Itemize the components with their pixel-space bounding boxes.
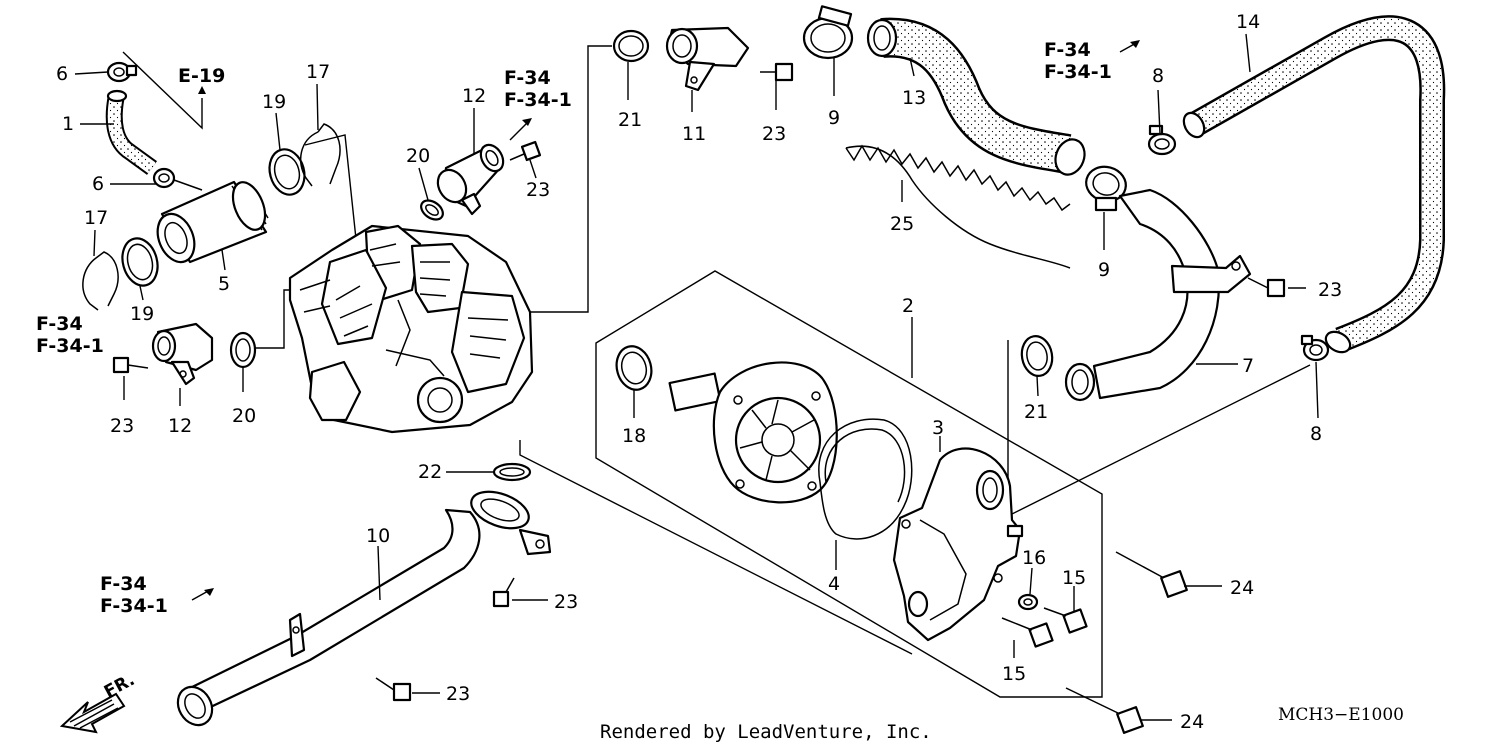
ref-f34-1-left: F-34-1 xyxy=(36,335,104,357)
callout-22: 22 xyxy=(418,461,442,483)
o-ring-part-20-left xyxy=(229,331,257,369)
callout-21-right: 21 xyxy=(1024,401,1048,423)
bolt-part-15-upper xyxy=(1043,607,1088,634)
water-pipe-part-5 xyxy=(156,180,269,264)
callout-7: 7 xyxy=(1242,355,1254,377)
o-ring-part-21-top xyxy=(612,29,650,63)
water-hose-part-7 xyxy=(1064,188,1252,402)
callout-23-bottom: 23 xyxy=(446,683,470,705)
bolt-part-23-lower-mid xyxy=(492,577,515,608)
water-pipe-part-10 xyxy=(176,490,552,727)
callout-23-left: 23 xyxy=(110,415,134,437)
bolt-part-23-left xyxy=(112,356,149,374)
callout-10: 10 xyxy=(366,525,390,547)
leader-lines xyxy=(74,33,1319,721)
ref-f34-1-upper-right: F-34-1 xyxy=(1044,61,1112,83)
water-joint-part-12-lower xyxy=(151,322,214,386)
ref-e19: E-19 xyxy=(178,65,225,87)
o-ring-part-21-right xyxy=(1020,335,1054,377)
callout-15-upper: 15 xyxy=(1062,567,1086,589)
callout-18: 18 xyxy=(622,425,646,447)
callout-15-lower: 15 xyxy=(1002,663,1026,685)
callout-9-mid: 9 xyxy=(1098,259,1110,281)
callout-17-lower: 17 xyxy=(84,207,108,229)
callout-8-lower: 8 xyxy=(1310,423,1322,445)
water-pump-cover-part-3 xyxy=(892,447,1024,642)
o-ring-part-18 xyxy=(615,345,653,391)
hose-clamp-part-9-mid xyxy=(1085,165,1127,212)
hose-clamp-part-6-lower xyxy=(152,167,203,191)
callout-3: 3 xyxy=(932,417,944,439)
o-ring-part-19-lower xyxy=(121,237,159,287)
callout-20-lower: 20 xyxy=(232,405,256,427)
bolt-part-24-lower xyxy=(1065,687,1144,734)
bolt-part-23-bottom xyxy=(375,677,412,702)
water-pump-assembly-frame xyxy=(595,270,1103,698)
callout-23-lower-mid: 23 xyxy=(554,591,578,613)
callout-24-upper: 24 xyxy=(1230,577,1254,599)
o-ring-part-22 xyxy=(492,462,532,482)
clip-part-17-upper xyxy=(299,123,341,187)
callout-25: 25 xyxy=(890,213,914,235)
engine-block xyxy=(288,224,534,434)
callout-11: 11 xyxy=(682,123,706,145)
callout-8-upper: 8 xyxy=(1152,65,1164,87)
washer-part-16 xyxy=(1017,593,1039,611)
callout-4: 4 xyxy=(828,573,840,595)
ref-f34-1-upper-mid: F-34-1 xyxy=(504,89,572,111)
hose-clamp-part-6-upper xyxy=(106,61,138,83)
callout-20-upper: 20 xyxy=(406,145,430,167)
callout-2: 2 xyxy=(902,295,914,317)
water-joint-part-12-upper xyxy=(436,143,505,216)
water-pump xyxy=(668,361,838,504)
callout-6-lower: 6 xyxy=(92,173,104,195)
callout-5: 5 xyxy=(218,273,230,295)
bypass-hose-part-1 xyxy=(105,89,157,175)
callout-6-upper: 6 xyxy=(56,63,68,85)
bolt-part-23-upper-mid xyxy=(509,140,542,162)
hose-clamp-part-8-lower xyxy=(1300,334,1330,362)
ref-f34-1-lower-left: F-34-1 xyxy=(100,595,168,617)
callout-23-top: 23 xyxy=(762,123,786,145)
bolt-part-23-top xyxy=(760,62,794,82)
callout-17-upper: 17 xyxy=(306,61,330,83)
ref-f34-upper-right: F-34 xyxy=(1044,39,1091,61)
hose-clamp-part-9-top xyxy=(802,5,854,60)
callout-12-upper: 12 xyxy=(462,85,486,107)
ref-f34-upper-mid: F-34 xyxy=(504,67,551,89)
callout-1: 1 xyxy=(62,113,74,135)
clip-part-17-lower xyxy=(82,251,119,311)
callout-21-top: 21 xyxy=(618,109,642,131)
spring-part-25 xyxy=(845,144,1071,269)
bolt-part-15-lower xyxy=(1001,617,1054,648)
hose-clamp-part-8-upper xyxy=(1147,124,1177,156)
callout-23-upper-mid: 23 xyxy=(526,179,550,201)
diagram-code: MCH3−E1000 xyxy=(1278,705,1404,725)
callout-14: 14 xyxy=(1236,11,1260,33)
guide-lines xyxy=(122,45,1311,655)
bolt-part-24-upper xyxy=(1115,551,1188,598)
gasket-part-4 xyxy=(818,418,913,540)
callout-12-lower: 12 xyxy=(168,415,192,437)
callout-9-top: 9 xyxy=(828,107,840,129)
o-ring-part-20-upper xyxy=(420,199,444,221)
callout-16: 16 xyxy=(1022,547,1046,569)
ref-f34-lower-left: F-34 xyxy=(100,573,147,595)
water-joint-part-11 xyxy=(665,26,750,92)
reference-arrows xyxy=(191,40,1140,601)
callout-23-right: 23 xyxy=(1318,279,1342,301)
callout-24-lower: 24 xyxy=(1180,711,1204,733)
watermark-text: Rendered by LeadVenture, Inc. xyxy=(600,721,932,743)
callout-19-upper: 19 xyxy=(262,91,286,113)
o-ring-part-19-upper xyxy=(268,148,306,196)
ref-f34-left: F-34 xyxy=(36,313,83,335)
bolt-part-23-right xyxy=(1247,277,1286,298)
callout-19-lower: 19 xyxy=(130,303,154,325)
radiator-hose-part-13 xyxy=(866,17,1086,176)
hose-part-14 xyxy=(1182,15,1446,354)
front-direction-arrow: FR. xyxy=(59,670,138,734)
callout-13: 13 xyxy=(902,87,926,109)
